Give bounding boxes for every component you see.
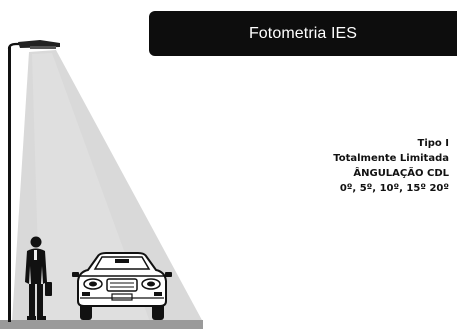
car-icon	[72, 252, 172, 320]
spec-angles: 0º, 5º, 10º, 15º 20º	[339, 183, 449, 194]
spec-angle-title: ÂNGULAÇÃO CDL	[353, 168, 449, 179]
specs-block: Tipo I Totalmente Limitada ÂNGULAÇÃO CDL…	[333, 136, 449, 196]
page-title: Fotometria IES	[248, 24, 358, 42]
ground	[0, 320, 203, 329]
spec-type: Tipo I	[417, 138, 449, 149]
spec-cutoff: Totalmente Limitada	[333, 153, 449, 164]
person-icon	[25, 236, 52, 320]
title-banner: Fotometria IES	[149, 11, 457, 56]
street-lamp-icon	[7, 40, 60, 322]
